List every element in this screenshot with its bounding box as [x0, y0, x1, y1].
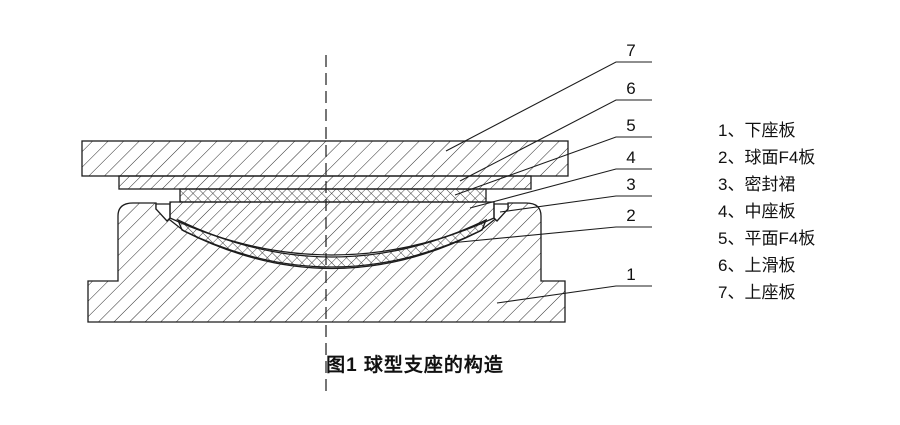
callout-number-3: 3 — [626, 175, 635, 194]
spherical-f4-plate-shape — [176, 218, 488, 268]
legend-item-4: 4、中座板 — [718, 202, 795, 221]
callout-number-1: 1 — [626, 265, 635, 284]
legend-item-2: 2、球面F4板 — [718, 148, 815, 167]
legend-item-3: 3、密封裙 — [718, 175, 795, 194]
legend: 1、下座板 2、球面F4板 3、密封裙 4、中座板 5、平面F4板 6、上滑板 … — [718, 121, 815, 302]
callout-number-5: 5 — [626, 116, 635, 135]
leader-line-1 — [496, 285, 652, 304]
legend-item-7: 7、上座板 — [718, 283, 795, 302]
legend-item-6: 6、上滑板 — [718, 256, 795, 275]
upper-slide-plate-shape — [118, 175, 532, 190]
callout-number-6: 6 — [626, 79, 635, 98]
flat-f4-plate-shape — [179, 188, 487, 203]
figure-caption: 图1 球型支座的构造 — [326, 353, 504, 376]
callout-number-7: 7 — [626, 41, 635, 60]
legend-item-1: 1、下座板 — [718, 121, 795, 140]
legend-item-5: 5、平面F4板 — [718, 229, 815, 248]
callout-number-2: 2 — [626, 206, 635, 225]
leader-line-7 — [445, 61, 652, 152]
leader-line-5 — [454, 136, 652, 196]
bearing-cross-section — [81, 55, 569, 392]
callout-number-4: 4 — [626, 148, 635, 167]
leader-line-6 — [459, 99, 652, 182]
leader-line-4 — [469, 168, 652, 209]
leader-line-2 — [449, 226, 652, 244]
leader-line-3 — [499, 195, 652, 213]
callouts: 7 6 5 4 3 2 1 — [445, 41, 652, 304]
upper-bearing-plate-shape — [81, 140, 569, 177]
